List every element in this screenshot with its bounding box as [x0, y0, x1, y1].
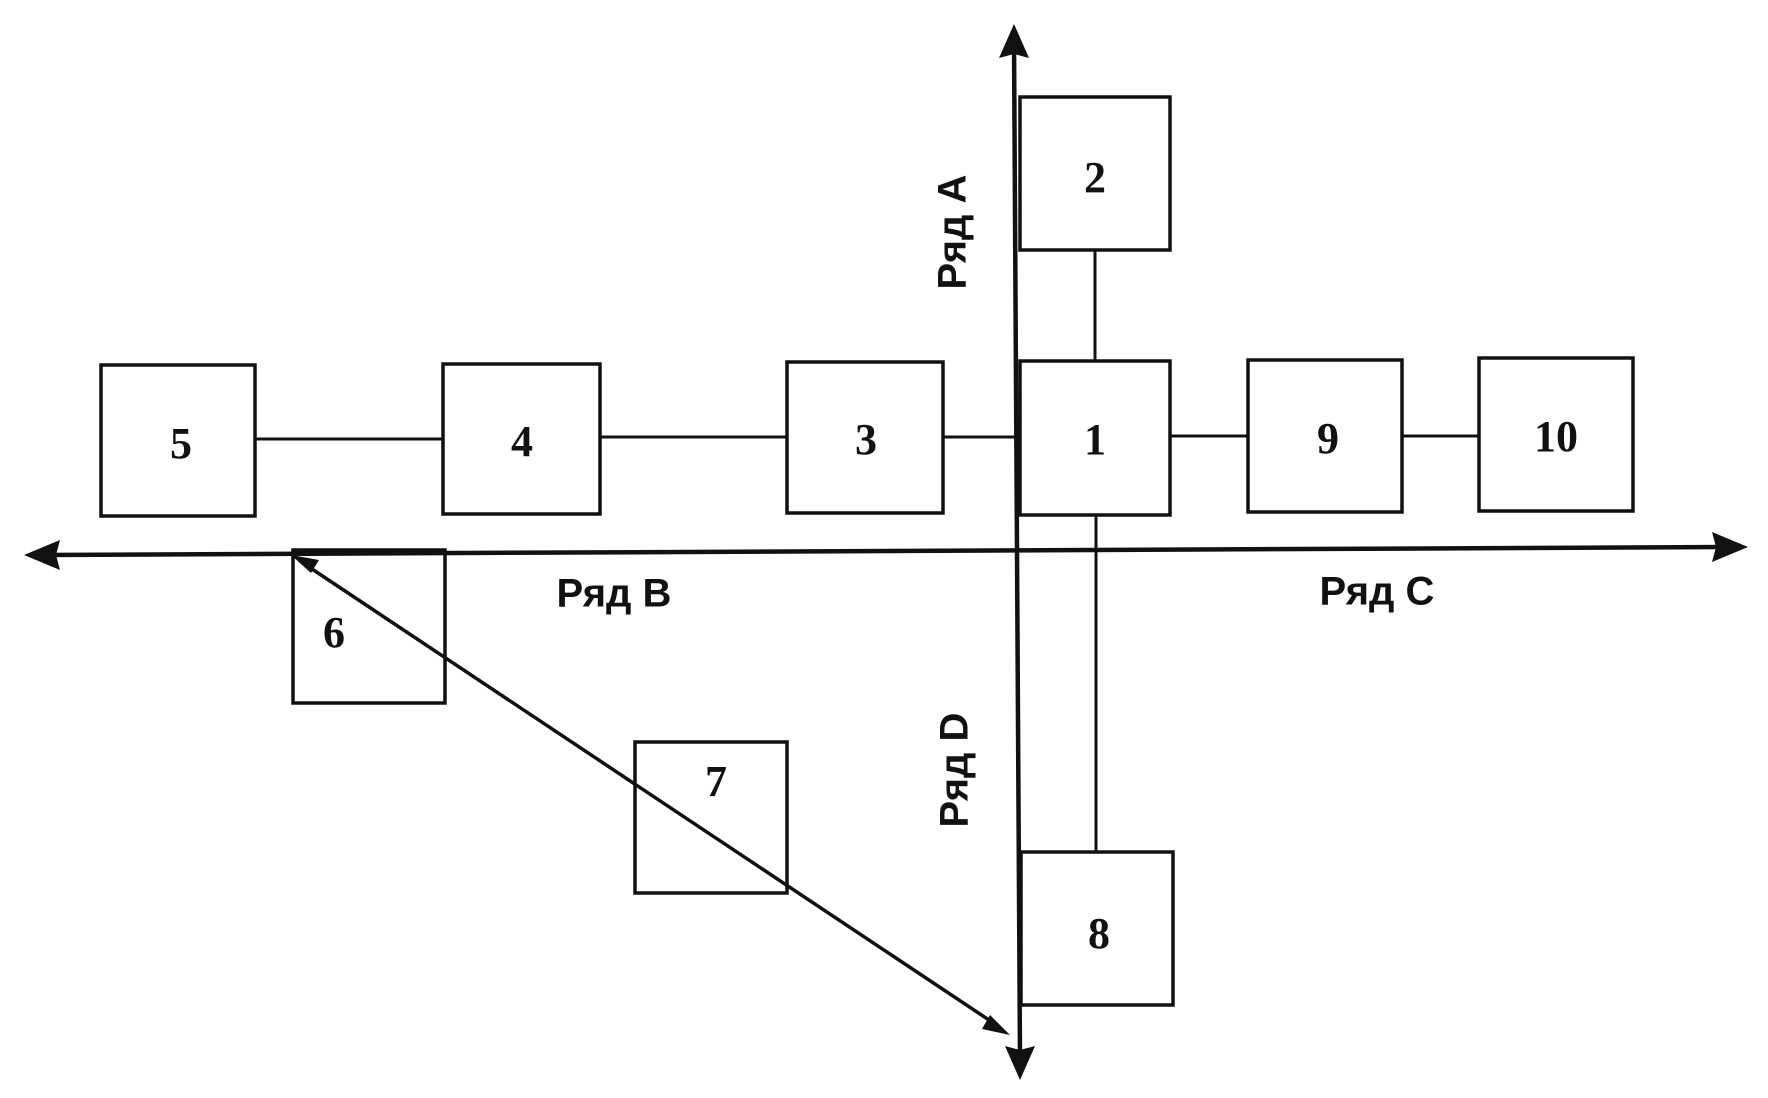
- axis-arrow-down-icon: [1005, 1046, 1035, 1080]
- node-5: 5: [99, 363, 257, 518]
- diagonal-arrow-end-icon: [982, 1015, 1010, 1035]
- axis-arrow-left-icon: [24, 540, 60, 570]
- node-1: 1: [1018, 359, 1172, 517]
- row-d-label: Ряд D: [933, 713, 977, 828]
- node-8: 8: [1019, 850, 1175, 1007]
- node-3-label: 3: [855, 415, 877, 464]
- node-8-label: 8: [1088, 909, 1110, 958]
- diagonal-arrow-6-8: [291, 555, 1010, 1035]
- node-10-label: 10: [1534, 412, 1578, 461]
- node-9-label: 9: [1317, 414, 1339, 463]
- row-b-label: Ряд B: [557, 572, 672, 616]
- node-2: 2: [1018, 95, 1172, 252]
- node-6: 6: [291, 548, 447, 705]
- node-3: 3: [785, 360, 945, 515]
- node-4: 4: [441, 362, 602, 516]
- node-5-label: 5: [170, 419, 192, 468]
- node-10: 10: [1477, 356, 1635, 513]
- axis-arrow-right-icon: [1712, 532, 1748, 562]
- node-2-label: 2: [1084, 153, 1106, 202]
- vertical-axis: [999, 24, 1035, 1080]
- row-c-label: Ряд C: [1320, 570, 1435, 614]
- horizontal-axis: [24, 532, 1748, 570]
- node-4-label: 4: [511, 417, 533, 466]
- row-a-label: Ряд A: [931, 175, 975, 290]
- node-6-label: 6: [323, 608, 345, 657]
- node-1-label: 1: [1084, 415, 1106, 464]
- connectors: [255, 250, 1479, 852]
- axis-arrow-up-icon: [999, 24, 1029, 58]
- node-9: 9: [1246, 358, 1404, 514]
- node-7-label: 7: [705, 757, 727, 806]
- diagonal-arrow-start-icon: [291, 555, 319, 573]
